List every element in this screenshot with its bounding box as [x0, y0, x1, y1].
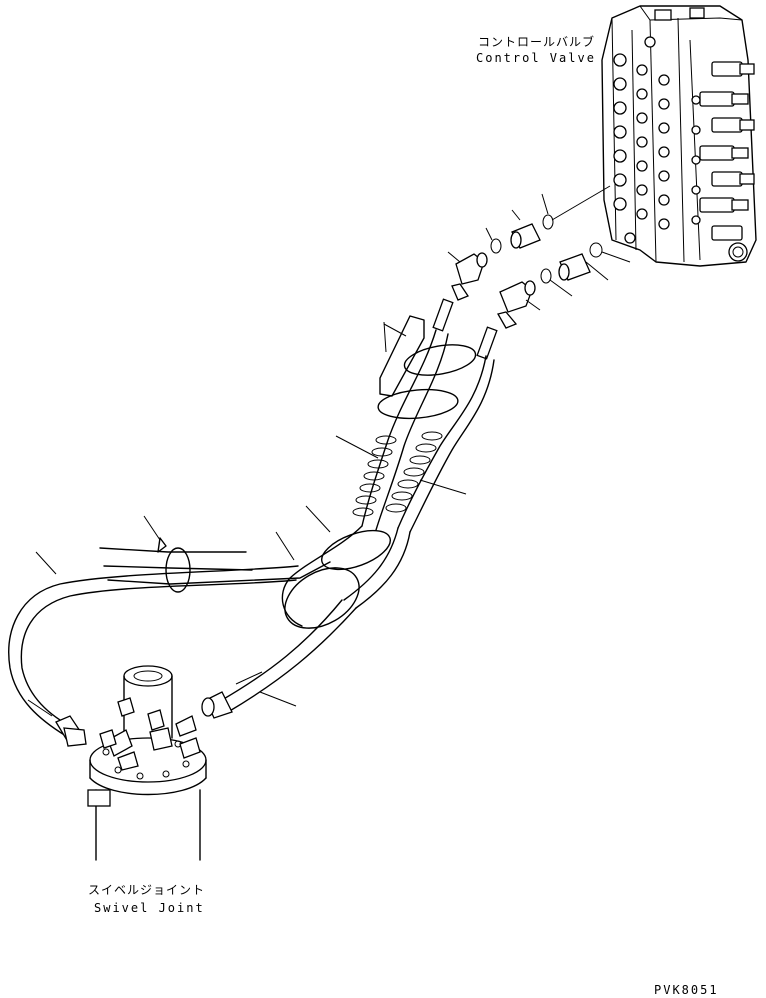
- hose-bundle: [281, 298, 498, 629]
- o-ring-lower: [540, 268, 552, 284]
- swivel-joint-label-en: Swivel Joint: [94, 901, 205, 915]
- o-ring-upper: [542, 214, 554, 230]
- swivel-joint-label-jp: スイベルジョイント: [88, 883, 205, 897]
- control-valve-label-jp: コントロールバルブ: [478, 34, 595, 49]
- long-hoses: [8, 537, 357, 747]
- hose-end-right: [201, 671, 263, 719]
- hose-end-left: [27, 699, 87, 747]
- elbow-upper: [447, 251, 488, 301]
- spiral-guard: [352, 431, 443, 517]
- leader-lines: [35, 321, 467, 707]
- fittings: [447, 185, 631, 329]
- hose-tag: [379, 315, 425, 397]
- valve-spool-caps: [699, 61, 755, 262]
- swivel-joint: [87, 665, 207, 861]
- o-ring-mid: [490, 238, 502, 254]
- valve-left-ports: [613, 53, 670, 230]
- control-valve-label-en: Control Valve: [476, 51, 596, 65]
- adapter-lower: [558, 253, 609, 281]
- control-valve: [601, 5, 757, 267]
- adapter-upper: [510, 209, 541, 249]
- elbow-lower: [497, 280, 541, 329]
- hose-clamp-left: [165, 547, 191, 593]
- labels: コントロールバルブ Control Valve スイベルジョイント Swivel…: [88, 34, 719, 997]
- drawing-code: PVK8051: [654, 983, 719, 997]
- o-ring-right: [589, 242, 603, 258]
